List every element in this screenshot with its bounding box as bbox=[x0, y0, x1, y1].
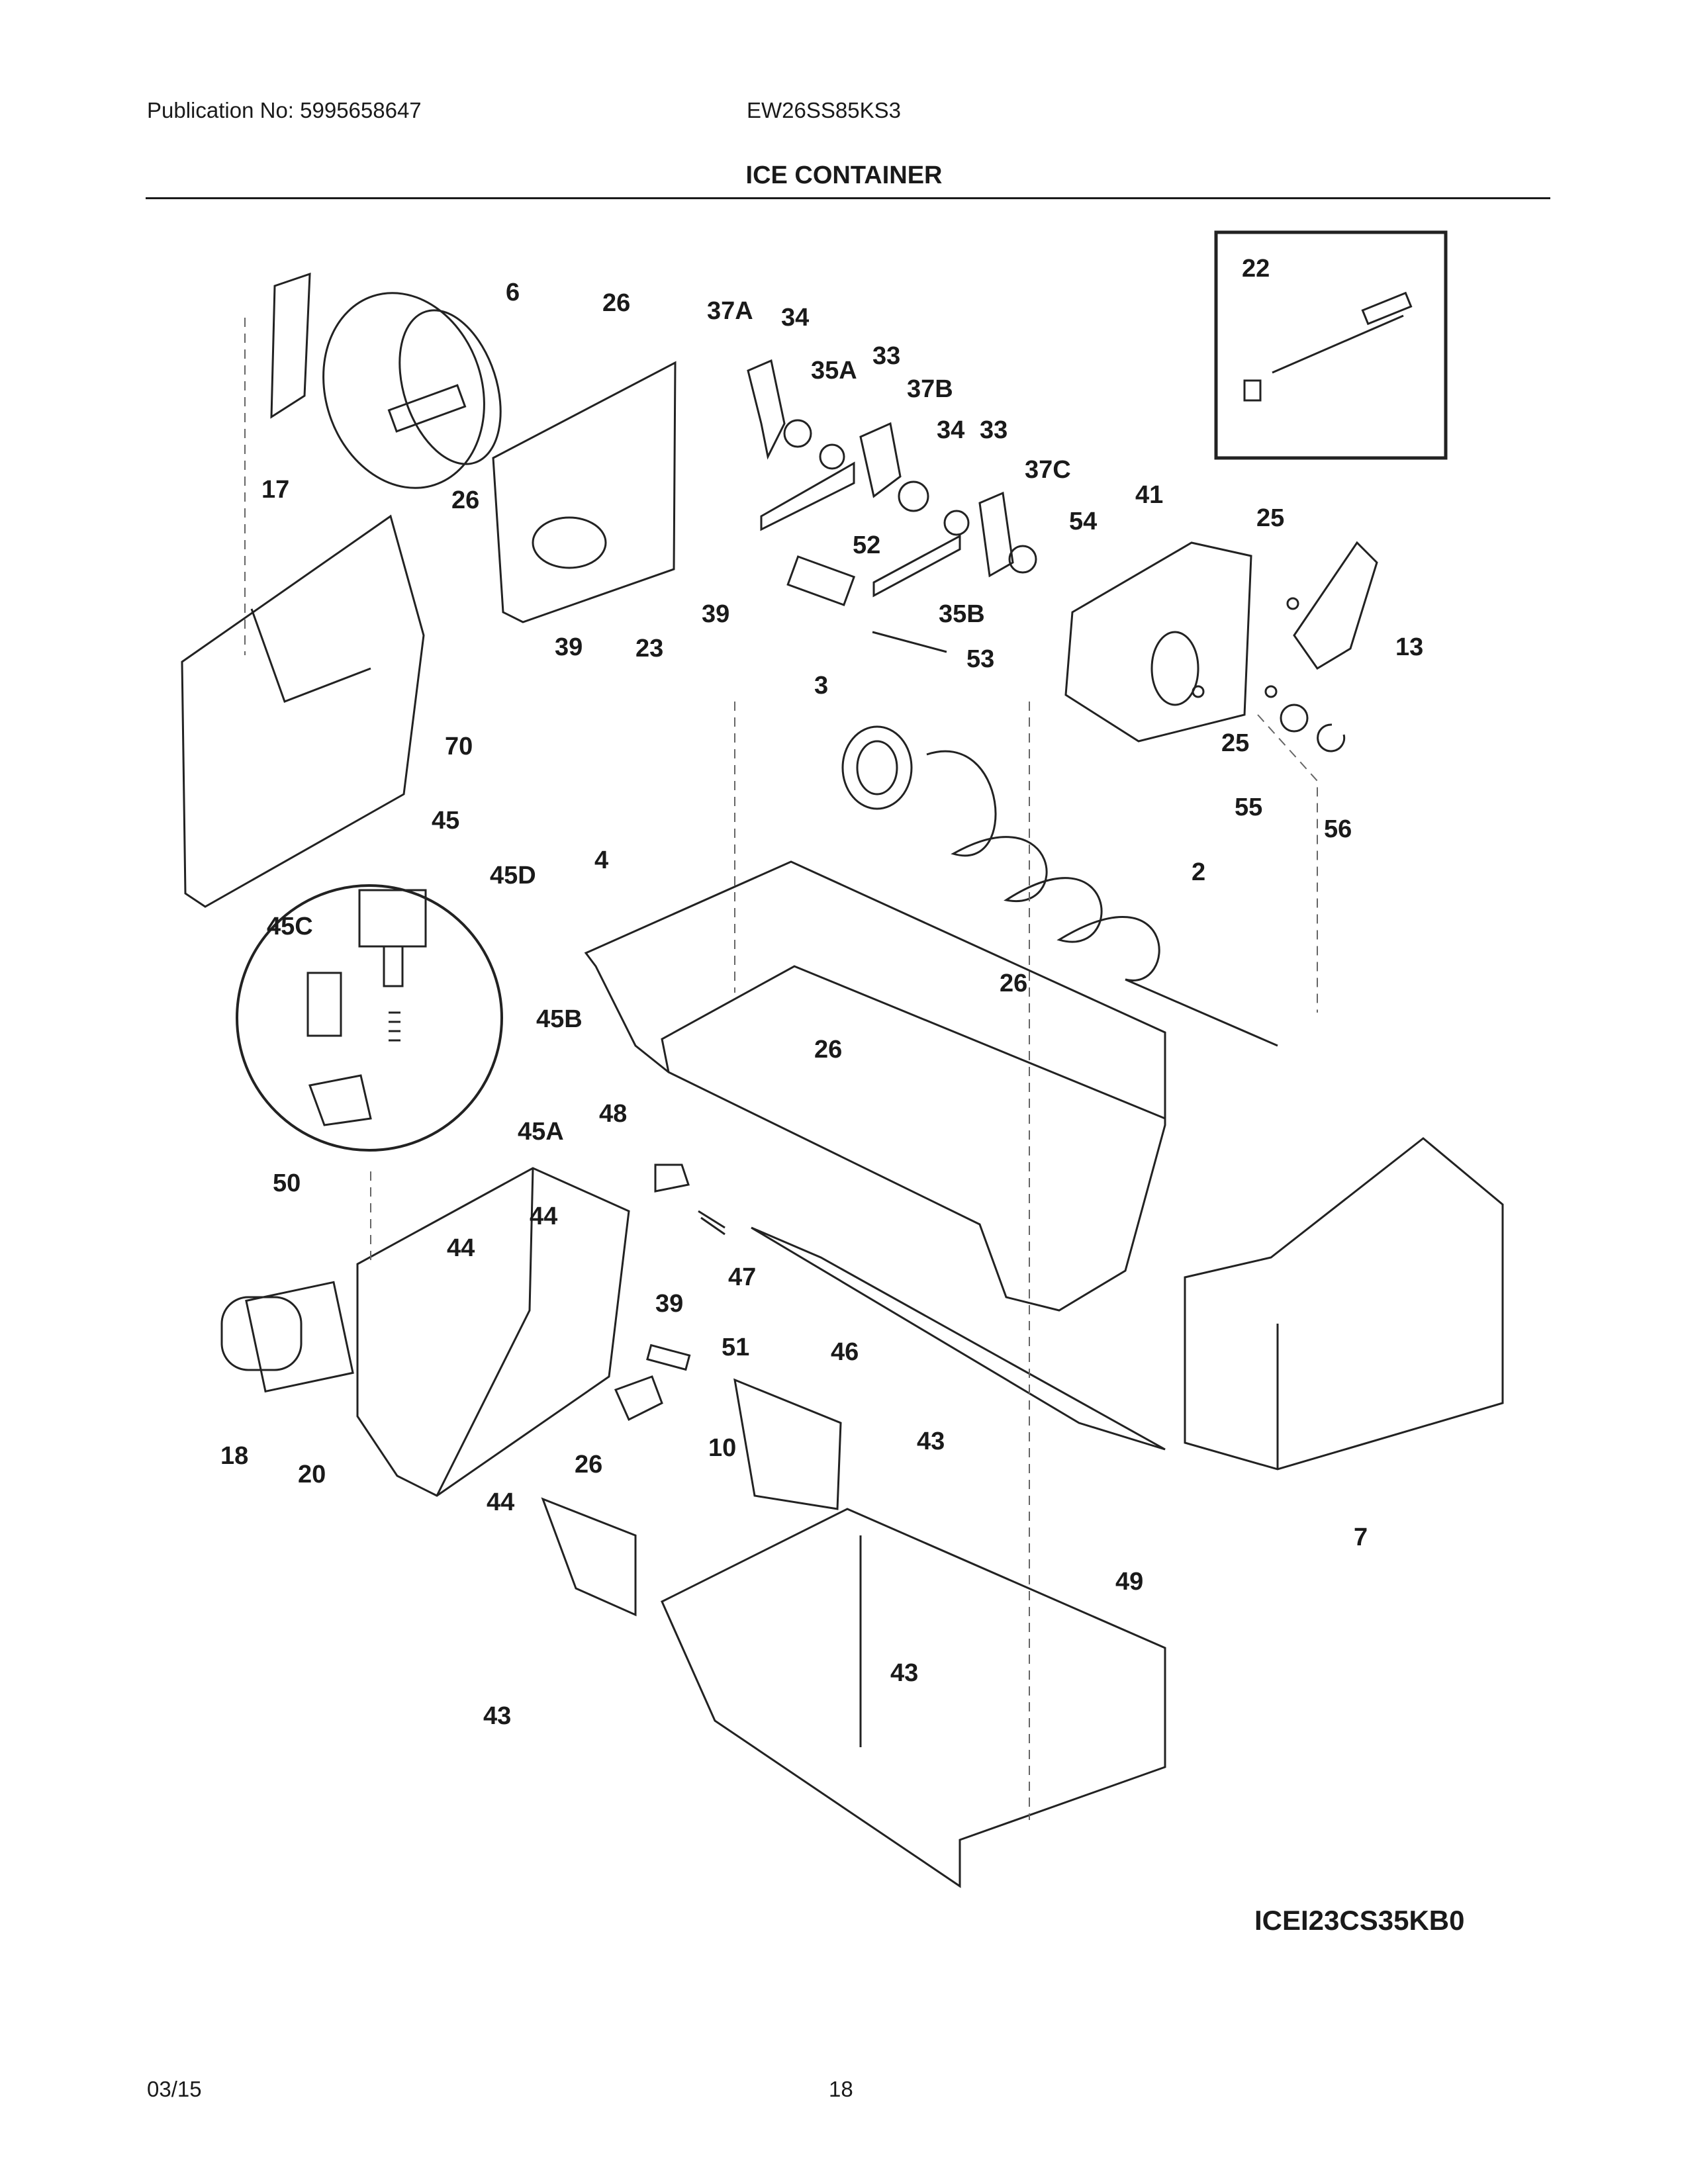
callout-label: 50 bbox=[273, 1169, 301, 1197]
callout-label: 45B bbox=[536, 1005, 583, 1033]
callout-label: 55 bbox=[1235, 794, 1262, 821]
drawing-code: ICEI23CS35KB0 bbox=[1254, 1905, 1465, 1936]
callout-label: 13 bbox=[1395, 633, 1423, 661]
callout-label: 49 bbox=[1115, 1568, 1143, 1596]
callout-label: 39 bbox=[655, 1290, 683, 1318]
callout-label: 23 bbox=[635, 635, 663, 662]
page-title: ICE CONTAINER bbox=[745, 161, 943, 189]
callout-label: 43 bbox=[890, 1659, 918, 1687]
callout-label: 44 bbox=[447, 1234, 475, 1262]
part-4-bucket bbox=[584, 860, 1166, 1312]
page-number: 18 bbox=[829, 2077, 853, 2101]
callout-label: 54 bbox=[1069, 508, 1097, 535]
part-6-drum bbox=[322, 292, 485, 489]
callout-label: 22 bbox=[1242, 255, 1270, 283]
callout-label: 37A bbox=[707, 297, 753, 325]
callout-label: 37B bbox=[907, 375, 953, 403]
footer-date: 03/15 bbox=[147, 2077, 202, 2101]
part-7-cover bbox=[1184, 1137, 1504, 1471]
callout-label: 25 bbox=[1221, 729, 1249, 757]
part-2-auger bbox=[926, 750, 1278, 1047]
callout-label: 45A bbox=[518, 1118, 564, 1146]
callout-label: 39 bbox=[702, 600, 729, 628]
callout-label: 6 bbox=[506, 279, 520, 306]
callout-labels: 6 26 37A 34 35A 33 37B 34 33 37C 41 25 2… bbox=[220, 255, 1423, 1730]
callout-label: 26 bbox=[575, 1451, 602, 1479]
callout-label: 45 bbox=[432, 807, 459, 835]
callout-label: 35B bbox=[939, 600, 985, 628]
callout-label: 3 bbox=[814, 672, 828, 700]
callout-label: 41 bbox=[1135, 481, 1163, 509]
callout-label: 56 bbox=[1324, 815, 1352, 843]
callout-label: 35A bbox=[811, 357, 857, 385]
callout-label: 37C bbox=[1025, 456, 1071, 484]
part-49-tray bbox=[661, 1508, 1166, 1888]
callout-label: 26 bbox=[602, 289, 630, 317]
part-41-housing bbox=[1064, 541, 1252, 743]
callout-label: 52 bbox=[853, 531, 880, 559]
callout-label: 26 bbox=[814, 1036, 842, 1064]
part-17 bbox=[270, 272, 311, 419]
callout-label: 25 bbox=[1256, 504, 1284, 532]
callout-label: 43 bbox=[483, 1702, 511, 1730]
callout-label: 45D bbox=[490, 862, 536, 889]
callout-label: 2 bbox=[1192, 858, 1205, 886]
part-45-inset bbox=[236, 884, 503, 1152]
callout-label: 17 bbox=[261, 476, 289, 504]
callout-label: 34 bbox=[937, 416, 964, 444]
callout-label: 46 bbox=[831, 1338, 859, 1366]
callout-label: 33 bbox=[872, 342, 900, 370]
title-divider bbox=[146, 197, 1550, 199]
callout-label: 26 bbox=[1000, 970, 1027, 997]
callout-label: 47 bbox=[728, 1263, 756, 1291]
callout-label: 44 bbox=[487, 1488, 514, 1516]
callout-label: 26 bbox=[451, 486, 479, 514]
callout-label: 7 bbox=[1354, 1524, 1368, 1551]
callout-label: 45C bbox=[267, 913, 313, 940]
callout-label: 53 bbox=[966, 645, 994, 673]
callout-label: 70 bbox=[445, 733, 473, 760]
callout-label: 48 bbox=[599, 1100, 627, 1128]
callout-label: 4 bbox=[594, 846, 608, 874]
exploded-parts-diagram: 6 26 37A 34 35A 33 37B 34 33 37C 41 25 2… bbox=[181, 230, 1504, 1888]
callout-label: 33 bbox=[980, 416, 1008, 444]
part-70-duct bbox=[181, 514, 425, 908]
part-20-housing bbox=[356, 1167, 630, 1497]
callout-label: 18 bbox=[220, 1442, 248, 1470]
callout-label: 39 bbox=[555, 633, 583, 661]
callout-label: 34 bbox=[781, 304, 809, 332]
model-number: EW26SS85KS3 bbox=[747, 98, 901, 122]
part-23-plate bbox=[492, 361, 677, 623]
callout-label: 43 bbox=[917, 1428, 945, 1455]
publication-number: Publication No: 5995658647 bbox=[147, 98, 422, 122]
callout-label: 20 bbox=[298, 1461, 326, 1488]
callout-label: 51 bbox=[722, 1334, 749, 1361]
part-22-inset-box bbox=[1214, 230, 1448, 460]
callout-label: 10 bbox=[708, 1434, 736, 1462]
callout-label: 44 bbox=[530, 1203, 557, 1230]
